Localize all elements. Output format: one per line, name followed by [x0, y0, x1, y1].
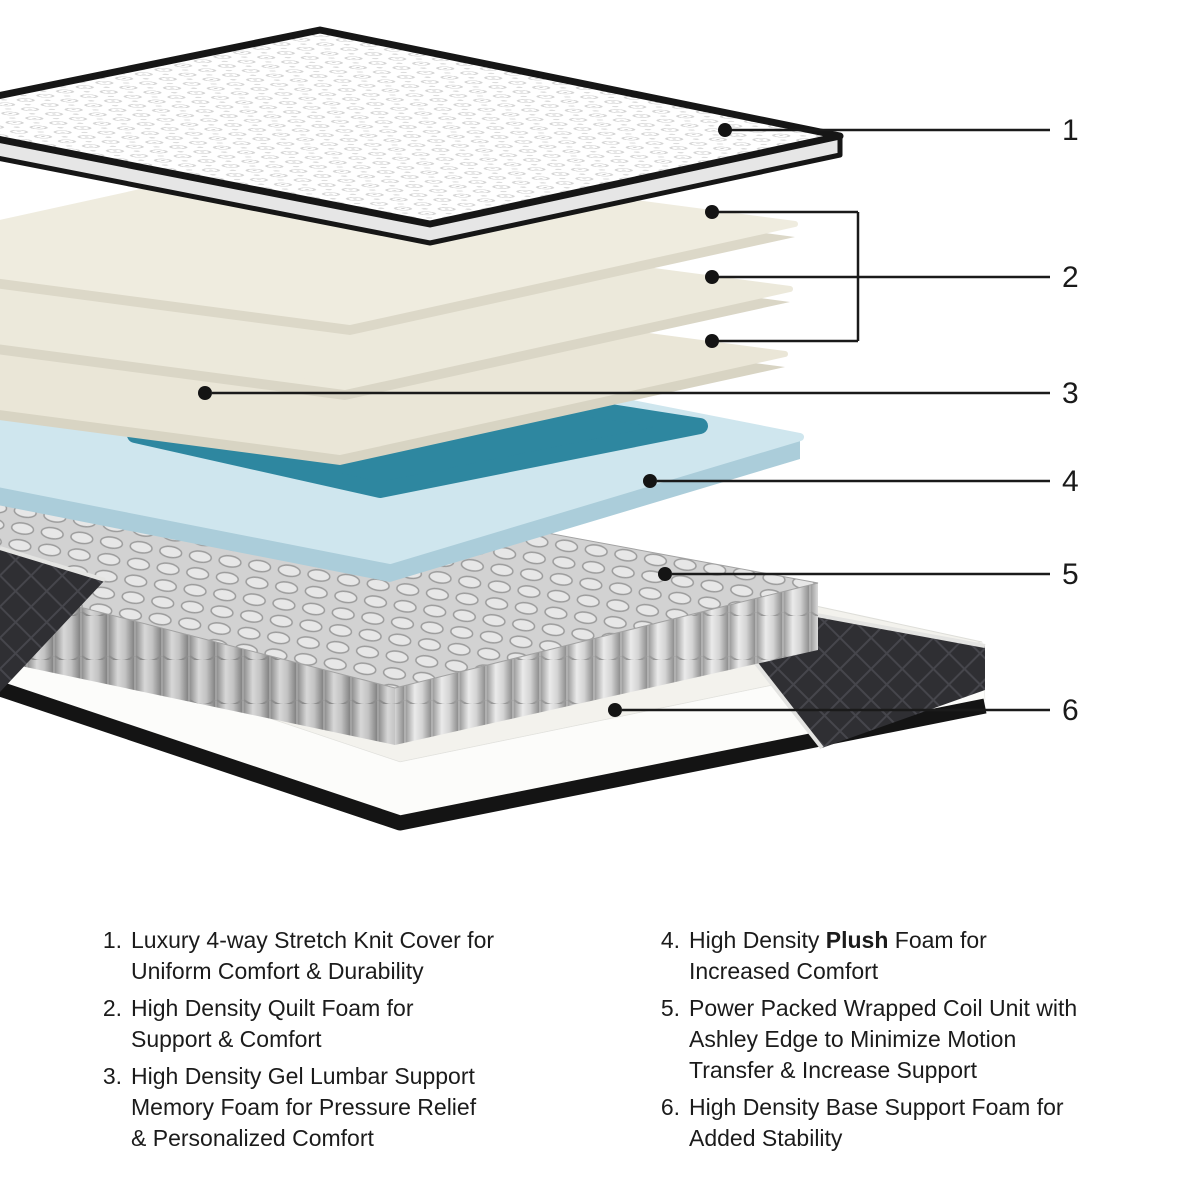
callout-dot-3	[198, 386, 212, 400]
legend-item-4-number: 4.	[660, 927, 680, 953]
callouts	[212, 128, 1050, 712]
legend-item-6: 6. High Density Base Support Foam for Ad…	[653, 1092, 1153, 1154]
callout-dot-5	[658, 567, 672, 581]
callout-number-3: 3	[1062, 377, 1079, 410]
border-panel-left	[0, 548, 105, 692]
legend-item-3-number: 3.	[102, 1063, 122, 1089]
callout-numbers: 1 2 3 4 5 6	[1062, 114, 1079, 727]
callout-number-2: 2	[1062, 261, 1079, 294]
coil-right-face	[395, 583, 818, 745]
callout-number-5: 5	[1062, 558, 1079, 591]
legend-item-5: 5. Power Packed Wrapped Coil Unit with A…	[653, 993, 1153, 1086]
legend-item-2: 2. High Density Quilt Foam for Support &…	[95, 993, 565, 1055]
legend-item-6-number: 6.	[660, 1094, 680, 1120]
legend-item-4: 4. High Density Plush Foam for Increased…	[653, 925, 1153, 987]
border-panel-left-trim	[0, 546, 106, 582]
base-front-band	[0, 627, 986, 818]
coil-left-face-shade	[0, 586, 395, 745]
callout-number-4: 4	[1062, 465, 1079, 498]
legend-item-5-text: Power Packed Wrapped Coil Unit with Ashl…	[689, 995, 1078, 1083]
legend-item-3-text: High Density Gel Lumbar Support Memory F…	[131, 1063, 477, 1151]
callout-dots	[198, 123, 732, 717]
layer-knit-cover	[0, 26, 844, 246]
legend-item-3: 3. High Density Gel Lumbar Support Memor…	[95, 1061, 565, 1154]
knit-cover-top	[0, 26, 844, 228]
legend-item-5-number: 5.	[660, 995, 680, 1021]
legend-item-1-text: Luxury 4-way Stretch Knit Cover for Unif…	[131, 927, 495, 984]
callout-dot-2a	[705, 205, 719, 219]
callout-dot-2c	[705, 334, 719, 348]
legend-item-1-number: 1.	[102, 927, 122, 953]
callout-dot-1	[718, 123, 732, 137]
mattress-exploded-diagram: 1 2 3 4 5 6	[0, 26, 1079, 831]
callout-number-1: 1	[1062, 114, 1079, 147]
legend-item-1: 1. Luxury 4-way Stretch Knit Cover for U…	[95, 925, 565, 987]
legend-item-2-text: High Density Quilt Foam for Support & Co…	[131, 995, 414, 1052]
legend-item-2-number: 2.	[102, 995, 122, 1021]
legend-item-6-text: High Density Base Support Foam for Added…	[689, 1094, 1064, 1151]
coil-left-face	[0, 586, 395, 745]
callout-dot-4	[643, 474, 657, 488]
legend-column-left: 1. Luxury 4-way Stretch Knit Cover for U…	[95, 925, 565, 1160]
callout-number-6: 6	[1062, 694, 1079, 727]
legend-item-4-text: High Density Plush Foam for Increased Co…	[689, 927, 987, 984]
callout-dot-6	[608, 703, 622, 717]
base-bottom-edge	[0, 681, 987, 831]
callout-dot-2b	[705, 270, 719, 284]
legend-column-right: 4. High Density Plush Foam for Increased…	[653, 925, 1153, 1160]
